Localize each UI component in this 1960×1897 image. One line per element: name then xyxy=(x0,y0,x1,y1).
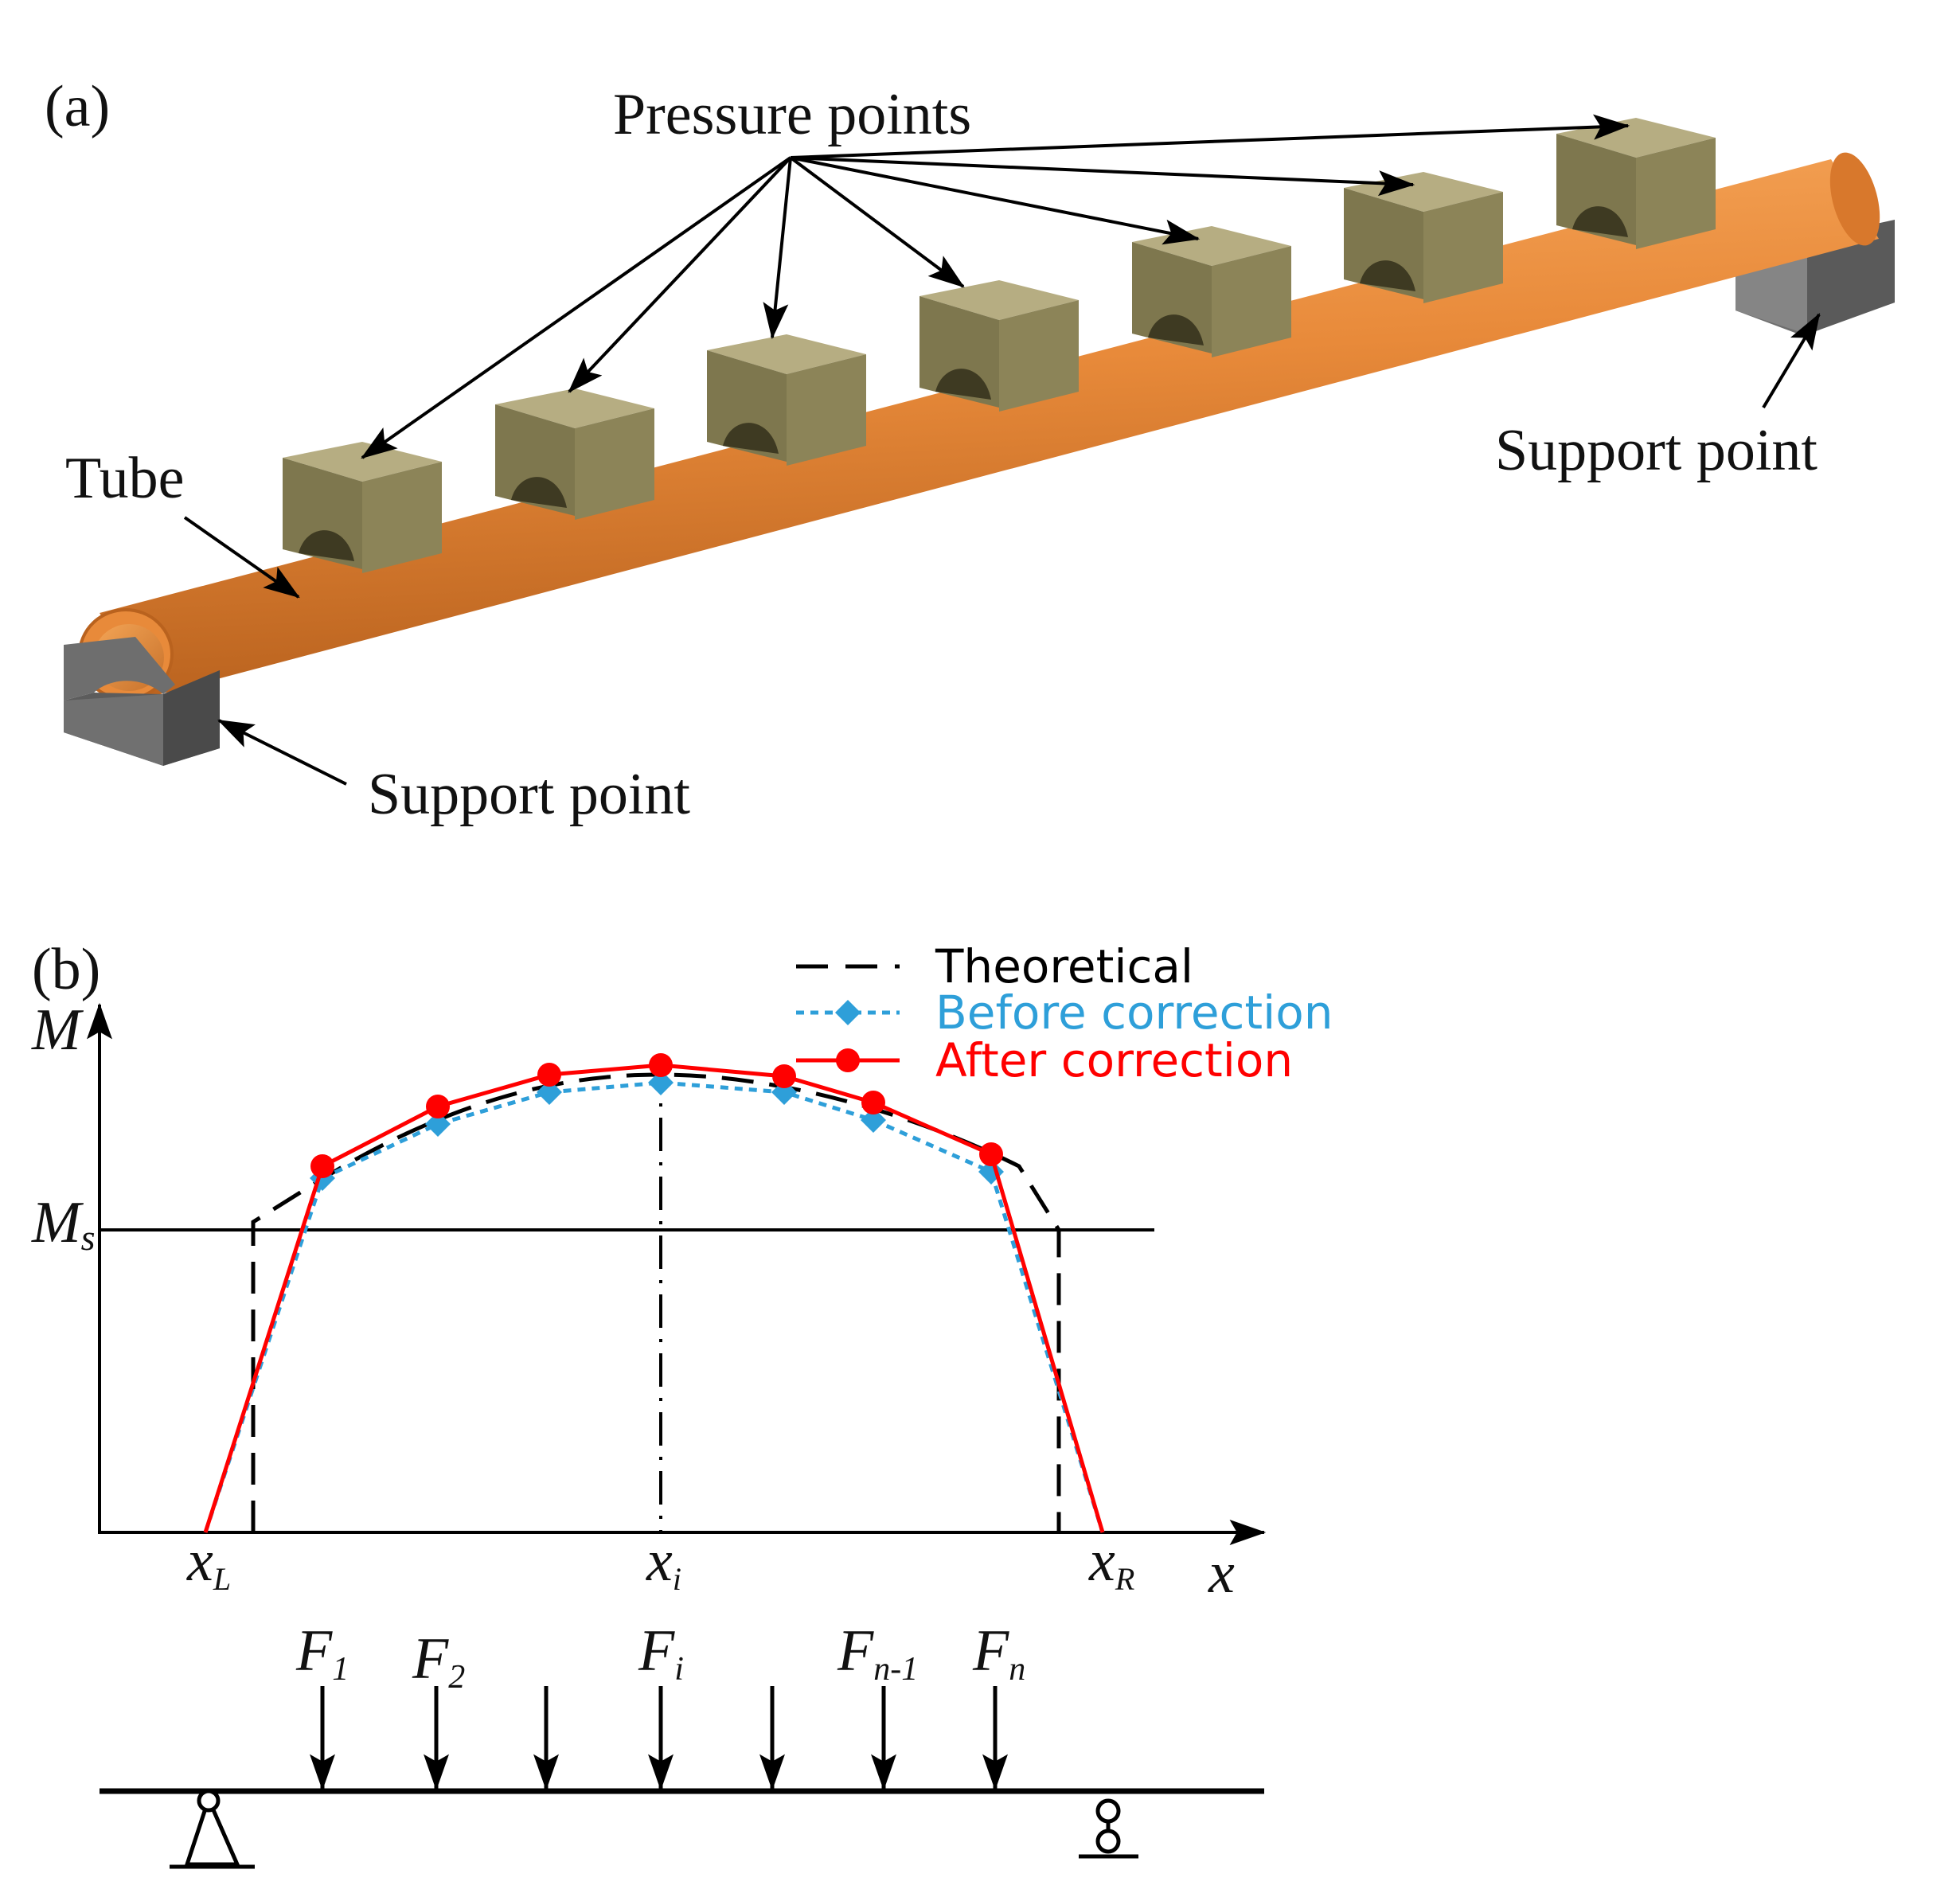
support-block-right xyxy=(1735,220,1895,334)
pressure-callout-arrows xyxy=(361,114,1630,459)
legend-item-after-correction: After correction xyxy=(796,1033,1293,1087)
label-pressure-points: Pressure points xyxy=(613,82,971,147)
label-support-point-right: Support point xyxy=(1495,418,1817,483)
tick-xR: xR xyxy=(1088,1528,1134,1597)
after-marker xyxy=(772,1064,796,1088)
legend-label-before-correction: Before correction xyxy=(935,986,1333,1040)
support-right-callout-arrow xyxy=(1762,313,1821,409)
ms-label: Ms xyxy=(31,1190,96,1258)
tick-xi: xi xyxy=(646,1528,681,1597)
pin-support-left xyxy=(170,1789,255,1869)
before-marker xyxy=(861,1107,886,1133)
x-axis-label: x xyxy=(1208,1540,1235,1606)
after-marker xyxy=(861,1091,885,1114)
force-label-fn: Fn xyxy=(972,1618,1025,1688)
series-after-correction xyxy=(203,1063,1105,1533)
support-left-callout-arrow xyxy=(217,719,347,786)
pressure-die xyxy=(1344,172,1503,303)
legend-item-before-correction: Before correction xyxy=(796,986,1333,1040)
before-marker xyxy=(537,1079,562,1105)
pressure-dies xyxy=(283,118,1716,573)
pressure-die xyxy=(283,442,442,573)
after-markers xyxy=(310,1053,1003,1178)
force-label-fi: Fi xyxy=(638,1618,684,1688)
label-tube: Tube xyxy=(65,446,184,511)
legend: Theoretical Before correction After corr… xyxy=(796,939,1333,1087)
after-marker xyxy=(310,1154,334,1178)
panel-b-tag: (b) xyxy=(32,937,100,1002)
pressure-die xyxy=(707,334,866,466)
before-marker xyxy=(425,1111,451,1137)
tick-xL: xL xyxy=(186,1528,231,1597)
pressure-die xyxy=(495,388,654,520)
legend-label-theoretical: Theoretical xyxy=(935,939,1193,993)
before-marker xyxy=(648,1070,674,1095)
label-support-point-left: Support point xyxy=(368,762,690,827)
panel-a-tag: (a) xyxy=(45,74,110,139)
force-label-fn-1: Fn-1 xyxy=(837,1618,918,1688)
force-arrows xyxy=(310,1686,1008,1791)
panel-a: (a) xyxy=(45,74,1895,827)
roller-support-right xyxy=(1079,1798,1138,1859)
series-before-correction xyxy=(203,1080,1105,1533)
after-marker xyxy=(537,1063,561,1087)
force-label-f1: F1 xyxy=(295,1618,349,1688)
after-marker xyxy=(649,1053,673,1077)
pressure-die xyxy=(919,280,1079,412)
after-marker xyxy=(426,1095,450,1118)
support-block-left xyxy=(64,637,220,766)
force-label-f2: F2 xyxy=(412,1626,465,1696)
pressure-die xyxy=(1132,226,1291,357)
pressure-die xyxy=(1556,118,1716,249)
legend-item-theoretical: Theoretical xyxy=(796,939,1193,993)
tube-callout-arrow xyxy=(183,516,300,599)
y-axis-label: M xyxy=(31,997,84,1063)
legend-label-after-correction: After correction xyxy=(935,1033,1293,1087)
series-theoretical xyxy=(251,1072,1061,1532)
after-marker xyxy=(979,1142,1003,1166)
panel-b: (b) M x Ms xyxy=(31,937,1333,1869)
